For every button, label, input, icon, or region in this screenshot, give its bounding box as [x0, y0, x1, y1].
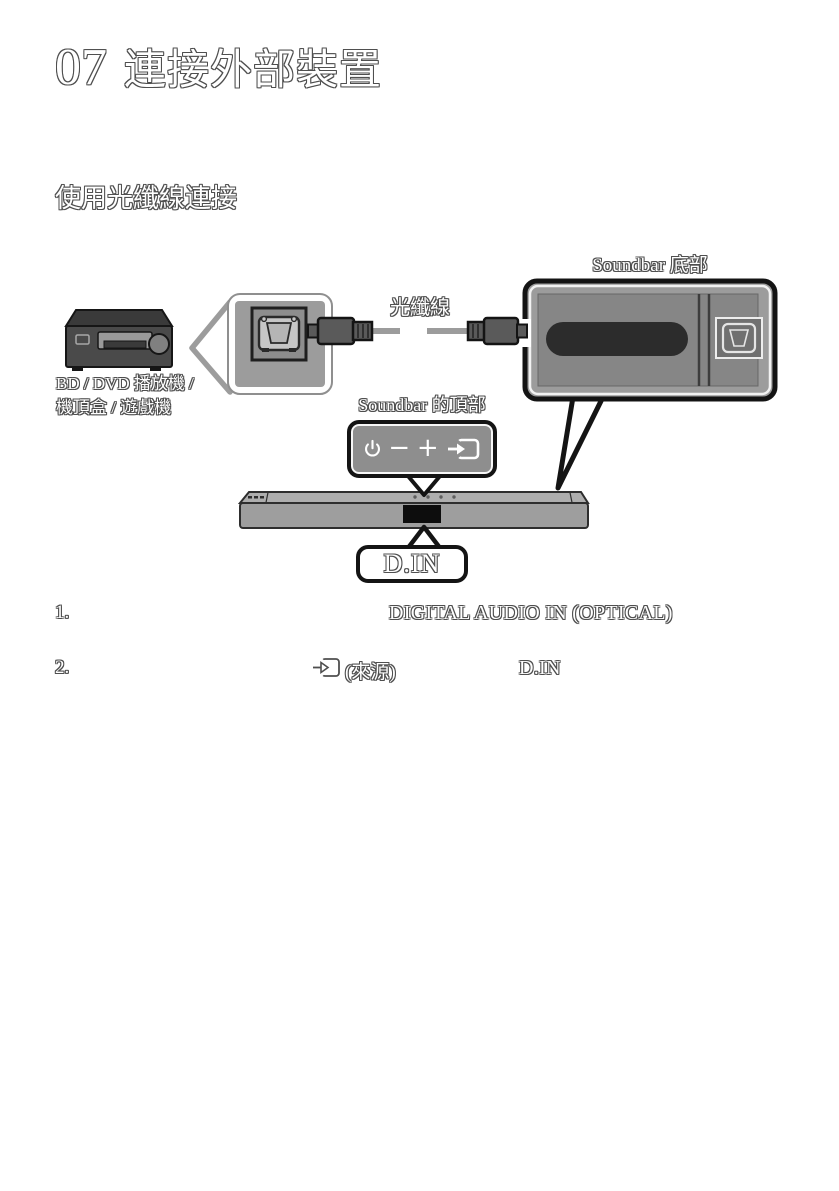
din-callout: D.IN	[356, 545, 468, 583]
callout-tail	[555, 394, 606, 491]
volume-minus-icon: −	[388, 432, 411, 463]
player-knob	[148, 333, 170, 355]
source-device-label-line1: BD / DVD 播放機 /	[56, 374, 194, 393]
chapter-title: 連接外部裝置	[124, 48, 383, 94]
source-device-label: BD / DVD 播放機 / 機頂盒 / 遊戲機	[56, 372, 194, 420]
din-callout-label: D.IN	[383, 549, 441, 578]
power-icon	[364, 439, 380, 457]
soundbar-logo	[248, 496, 264, 499]
callout-pointer	[189, 299, 233, 395]
control-panel-tail	[406, 474, 442, 497]
player-indicator	[75, 334, 90, 345]
optical-port-icon	[715, 317, 763, 359]
soundbar-bottom-callout	[522, 278, 778, 491]
source-port-callout	[189, 293, 333, 395]
source-icon	[312, 657, 340, 678]
step2-din-label: D.IN	[519, 657, 561, 679]
step1-number: 1.	[55, 602, 70, 623]
soundbar-top-label: Soundbar 的頂部	[358, 395, 486, 415]
source-device-label-line2: 機頂盒 / 遊戲機	[56, 398, 172, 417]
optical-cable-label: 光纖線	[390, 297, 450, 319]
section-title: 使用光纖線連接	[55, 184, 238, 213]
step1-connector-label: DIGITAL AUDIO IN (OPTICAL)	[389, 602, 673, 624]
volume-plus-icon: +	[416, 432, 439, 463]
chapter-header: 07 連接外部裝置	[55, 42, 382, 94]
source-icon	[447, 437, 480, 461]
optical-plug-left-icon	[307, 316, 374, 346]
chapter-number: 07	[55, 39, 107, 96]
soundbar	[237, 491, 590, 529]
soundbar-display	[403, 505, 441, 523]
soundbar-top-buttons	[413, 495, 456, 499]
soundbar-bottom-recess	[546, 322, 688, 356]
soundbar-bottom-label: Soundbar 底部	[592, 255, 708, 276]
optical-cable	[307, 316, 531, 347]
bd-dvd-player	[64, 309, 174, 371]
control-panel-callout: − +	[347, 420, 497, 478]
optical-port-icon	[250, 306, 308, 362]
optical-plug-right-icon	[466, 316, 528, 346]
din-callout-tail	[406, 524, 442, 550]
step2-source-label: (來源)	[345, 662, 396, 683]
connection-diagram	[64, 278, 778, 550]
step2-number: 2.	[55, 657, 70, 678]
